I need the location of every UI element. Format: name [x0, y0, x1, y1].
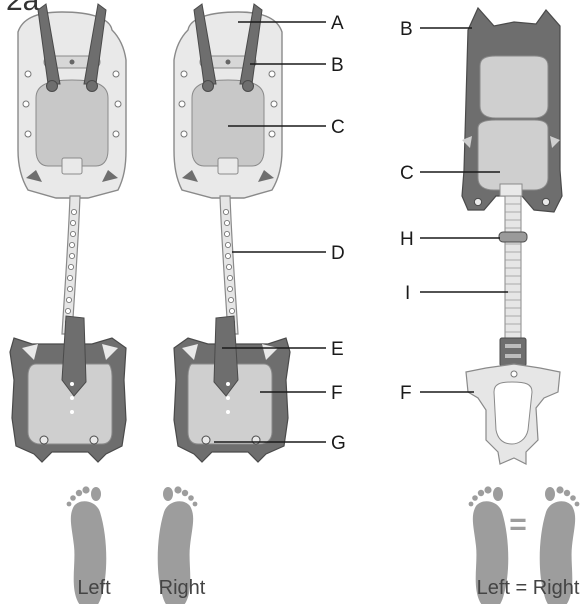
toe-plate-c [478, 120, 548, 190]
figure-number: 2a [6, 0, 40, 17]
label-a: A [331, 13, 344, 34]
caption-left-equals-right: Left = Right [477, 577, 580, 599]
label-b: B [331, 55, 344, 76]
label-f: F [331, 383, 343, 404]
label-f-universal: F [400, 383, 412, 404]
caption-right: Right [159, 577, 206, 599]
label-b-universal: B [400, 19, 413, 40]
caption-left: Left [77, 577, 111, 599]
slider-h [499, 232, 527, 242]
label-g: G [331, 433, 346, 454]
left-crampon [10, 4, 126, 462]
label-e: E [331, 339, 344, 360]
label-h: H [400, 229, 414, 250]
universal-crampon [462, 8, 562, 464]
label-d: D [331, 243, 345, 264]
label-c: C [331, 117, 345, 138]
label-i: I [405, 283, 410, 304]
right-crampon [174, 4, 290, 462]
label-c-universal: C [400, 163, 414, 184]
equals-sign: = [509, 508, 527, 541]
